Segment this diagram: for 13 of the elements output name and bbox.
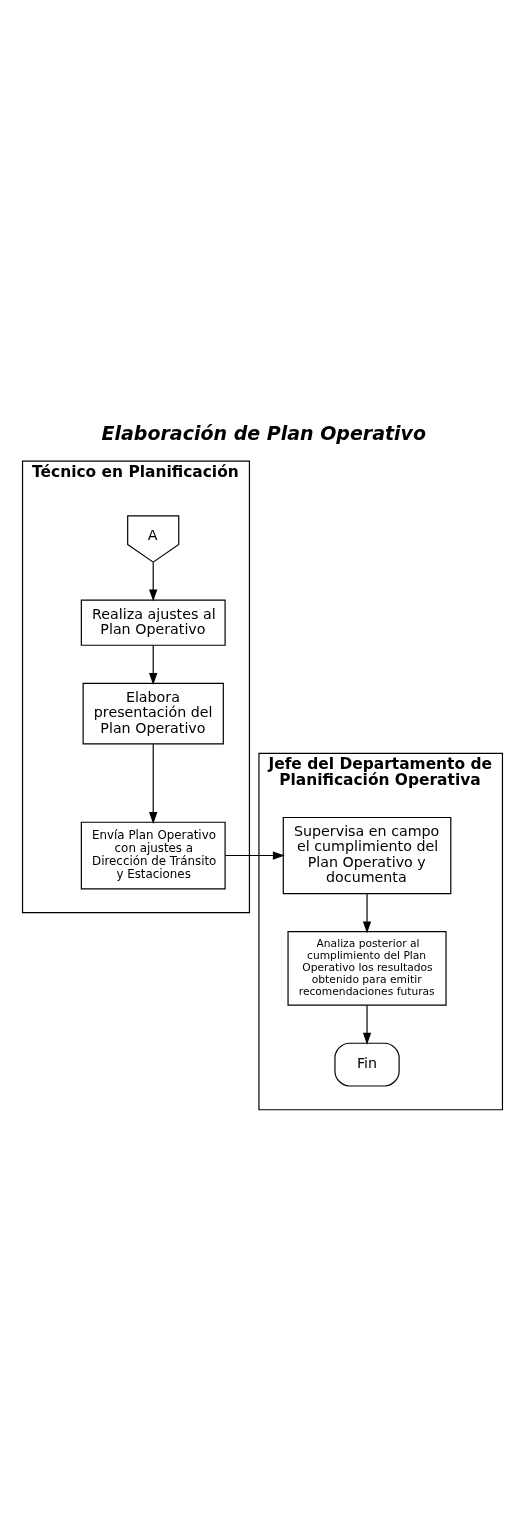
node-box: Fin xyxy=(334,1042,400,1087)
node-box: Elabora presentación del Plan Operativo xyxy=(82,682,224,744)
diagram-title: Elaboración de Plan Operativo xyxy=(101,421,427,444)
arrow xyxy=(362,892,372,933)
node-box: Analiza posterior al cumplimiento del Plan Operativo los resultados obtenido para emitir recomendaciones futuras xyxy=(287,930,447,1006)
arrow xyxy=(149,742,158,824)
node-box: Envía Plan Operativo con ajustes a Dirección de Tránsito y Estaciones xyxy=(80,821,226,889)
arrow xyxy=(149,644,158,685)
arrow xyxy=(224,850,285,860)
arrow xyxy=(149,561,158,601)
node-box: Supervisa en campo el cumplimiento del Plan Operativo y documenta xyxy=(282,816,452,894)
arrow xyxy=(362,1004,372,1045)
node-box: Realiza ajustes al Plan Operativo xyxy=(80,599,226,646)
